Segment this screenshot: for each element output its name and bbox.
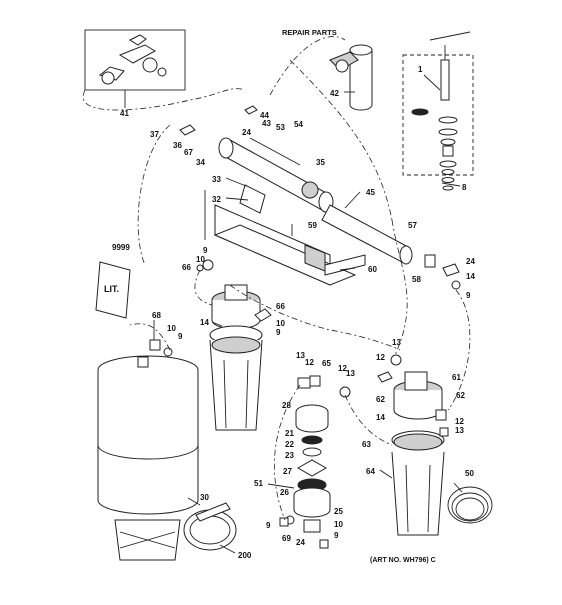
callout-13-mid: 13 [346, 369, 355, 378]
callout-58: 58 [412, 275, 421, 284]
callout-67: 67 [184, 148, 193, 157]
callout-62-right: 62 [456, 391, 465, 400]
callout-9-left: 9 [203, 246, 208, 255]
faucet-assembly-inset [402, 31, 474, 191]
prefilter-housing-left [209, 284, 263, 431]
callout-37: 37 [150, 130, 159, 139]
callout-8: 8 [462, 183, 467, 192]
callout-53: 53 [276, 123, 285, 132]
callout-9: 9 [276, 328, 281, 337]
callout-25: 25 [334, 507, 343, 516]
callout-51: 51 [254, 479, 263, 488]
callout-labels: 1 8 41 42 44 43 24 53 54 35 37 36 67 34 … [112, 65, 475, 560]
fittings [149, 105, 461, 549]
callout-66-left: 66 [182, 263, 191, 272]
ro-membrane-assembly [218, 137, 413, 265]
callout-1: 1 [418, 65, 423, 74]
art-number: (ART NO. WH796) C [370, 557, 436, 564]
header-text: REPAIR PARTS [282, 28, 337, 37]
callout-10: 10 [276, 319, 285, 328]
callout-28: 28 [282, 401, 291, 410]
faucet-inset [84, 29, 186, 108]
lit-label: LIT. [104, 284, 119, 294]
callout-12-center: 12 [305, 358, 314, 367]
callout-44: 44 [260, 111, 269, 120]
callout-14-left: 14 [200, 318, 209, 327]
callout-12-bottom: 12 [455, 417, 464, 426]
callout-62-left: 62 [376, 395, 385, 404]
callout-13-right: 13 [392, 338, 401, 347]
callout-61: 61 [452, 373, 461, 382]
wrench-tool [183, 502, 237, 551]
callout-10-bottom: 10 [334, 520, 343, 529]
callout-9999: 9999 [112, 243, 130, 252]
callout-32: 32 [212, 195, 221, 204]
shutoff-valve-stack [285, 404, 331, 533]
mounting-bracket [204, 184, 366, 286]
callout-43: 43 [262, 119, 271, 128]
callout-41: 41 [120, 109, 129, 118]
callout-14-right: 14 [466, 272, 475, 281]
callout-13-center: 13 [296, 351, 305, 360]
callout-200: 200 [238, 551, 252, 560]
callout-66: 66 [276, 302, 285, 311]
callout-23: 23 [285, 451, 294, 460]
callout-21: 21 [285, 429, 294, 438]
filter-housing-right [391, 371, 445, 536]
callout-69: 69 [282, 534, 291, 543]
callout-24-bottom: 24 [296, 538, 305, 547]
callout-30: 30 [200, 493, 209, 502]
callout-13-bottom: 13 [455, 426, 464, 435]
callout-59: 59 [308, 221, 317, 230]
callout-9-right: 9 [466, 291, 471, 300]
literature-sheet [95, 261, 131, 319]
callout-50: 50 [465, 469, 474, 478]
callout-14-center: 14 [376, 413, 385, 422]
callout-27: 27 [283, 467, 292, 476]
callout-9-bottom: 9 [334, 531, 339, 540]
tubing-coil [447, 486, 493, 524]
callout-57: 57 [408, 221, 417, 230]
tubing-routes [82, 36, 471, 521]
callout-9-lower: 9 [266, 521, 271, 530]
callout-10-tank: 10 [167, 324, 176, 333]
callout-24-top: 24 [242, 128, 251, 137]
callout-63: 63 [362, 440, 371, 449]
callout-42: 42 [330, 89, 339, 98]
callout-9-tank: 9 [178, 332, 183, 341]
callout-34: 34 [196, 158, 205, 167]
callout-33: 33 [212, 175, 221, 184]
callout-64: 64 [366, 467, 375, 476]
part-42-housing [329, 44, 373, 111]
callout-12-right: 12 [376, 353, 385, 362]
callout-60: 60 [368, 265, 377, 274]
callout-12-mid: 12 [338, 364, 347, 373]
callout-24-right: 24 [466, 257, 475, 266]
callout-22: 22 [285, 440, 294, 449]
callout-35: 35 [316, 158, 325, 167]
callout-68: 68 [152, 311, 161, 320]
callout-65: 65 [322, 359, 331, 368]
leader-lines [153, 74, 463, 554]
callout-45: 45 [366, 188, 375, 197]
callout-26: 26 [280, 488, 289, 497]
callout-36: 36 [173, 141, 182, 150]
callout-54: 54 [294, 120, 303, 129]
callout-10-left: 10 [196, 255, 205, 264]
storage-tank [97, 355, 199, 561]
